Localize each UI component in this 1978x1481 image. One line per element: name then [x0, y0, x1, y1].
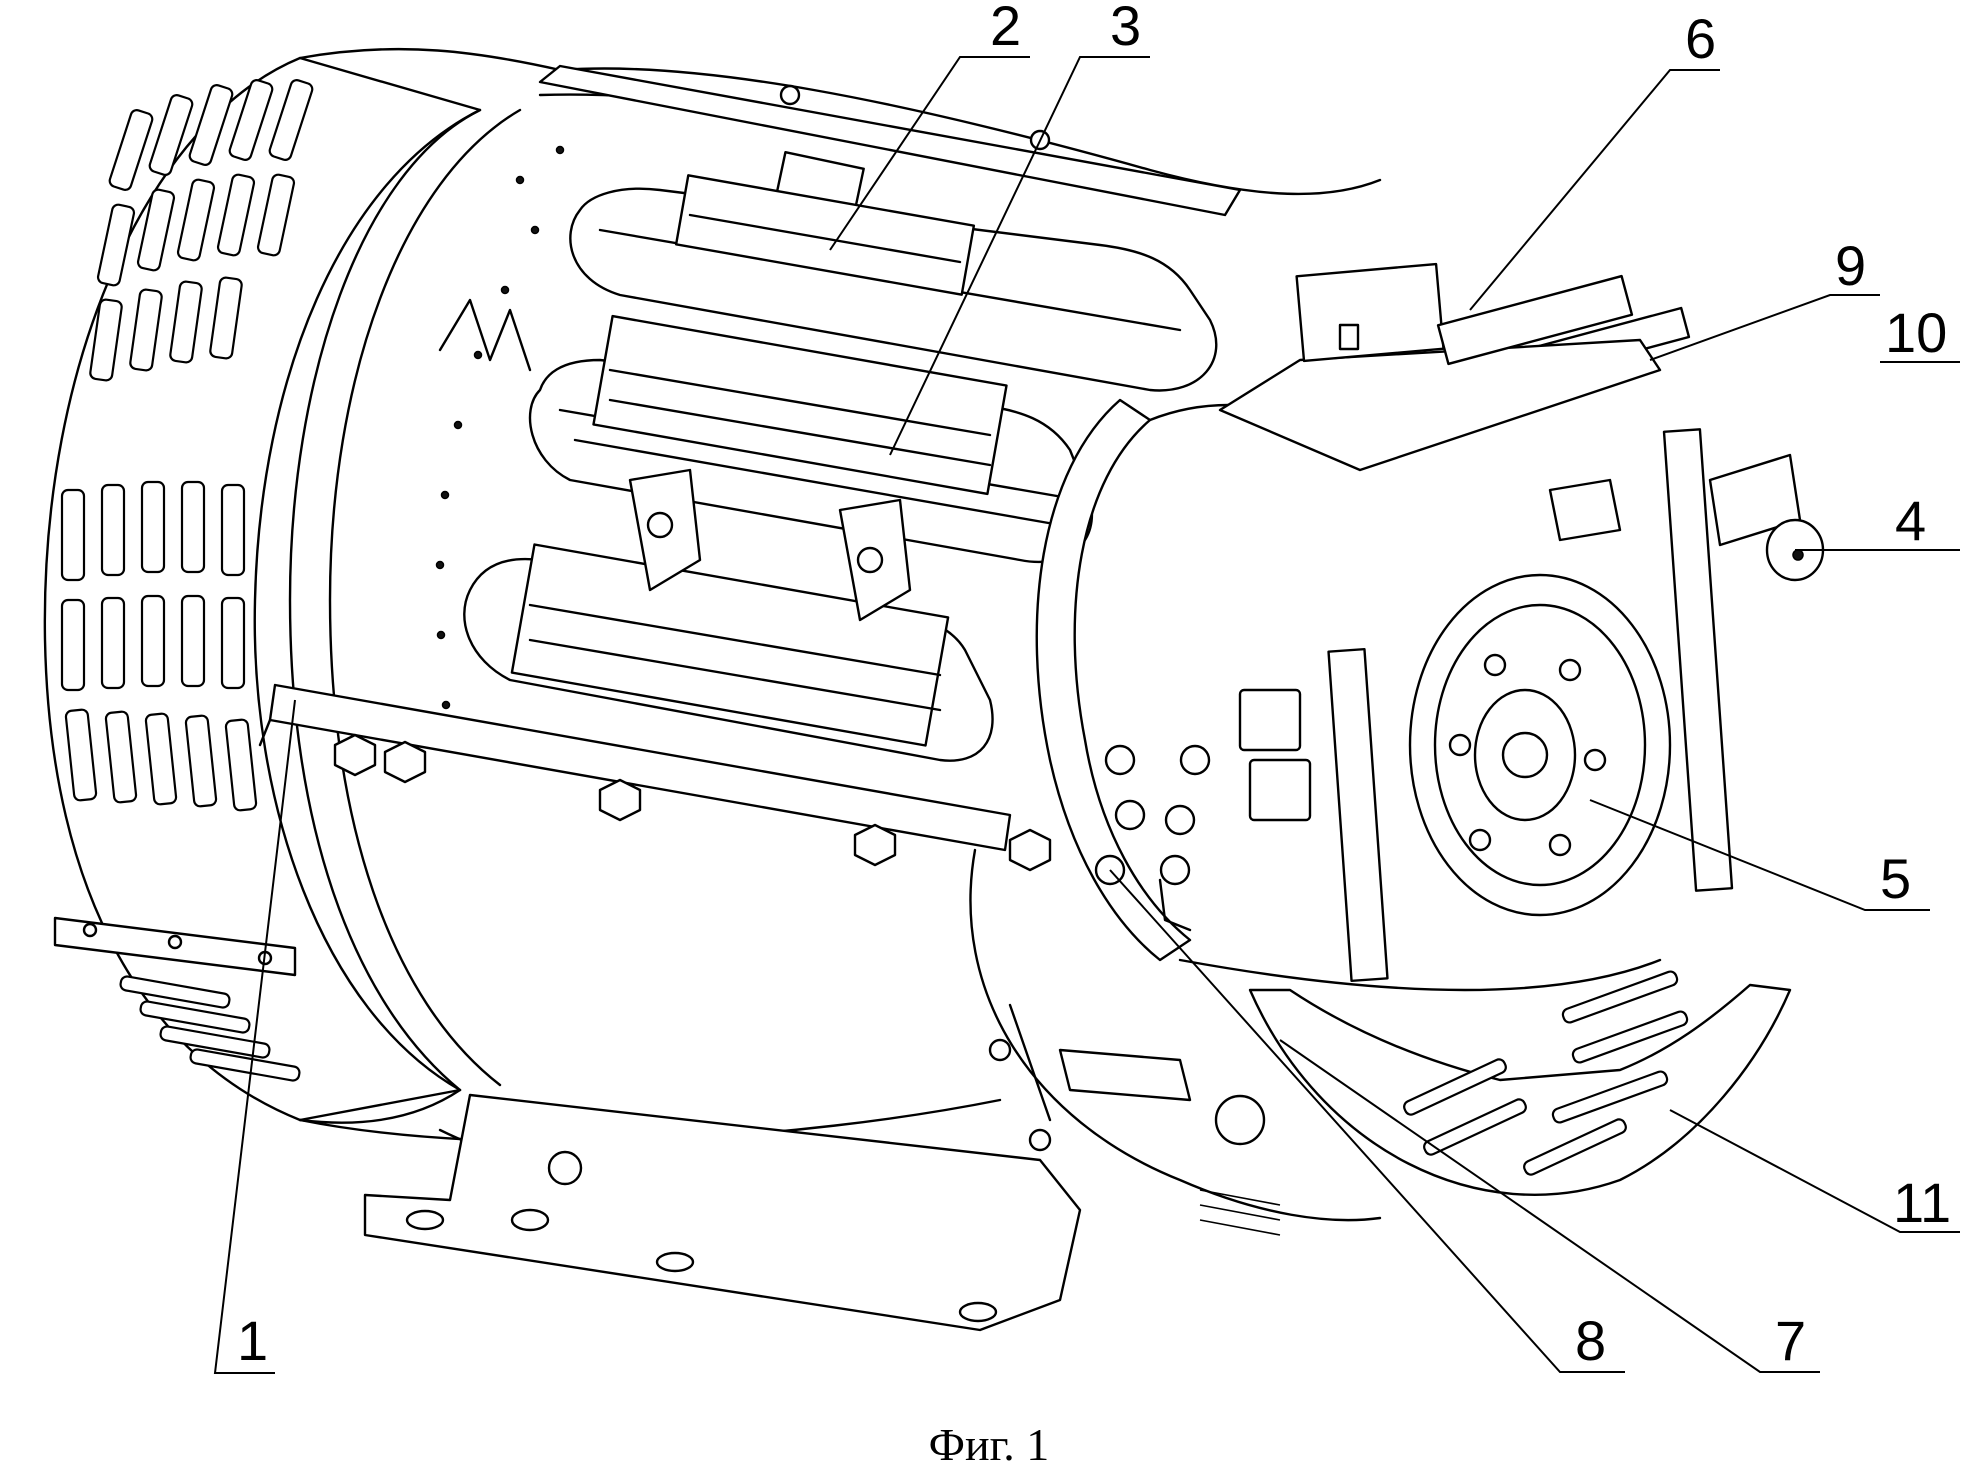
callout-10: 10 [1885, 301, 1947, 364]
leader-11 [1669, 1109, 1960, 1233]
leader-3 [889, 56, 1150, 456]
winding-brackets [628, 468, 912, 622]
output-terminals [1094, 688, 1312, 932]
top-tie-rod [538, 64, 1242, 217]
connector-assembly [1548, 453, 1825, 582]
figure-caption: Фиг. 1 [928, 1419, 1050, 1470]
callout-3: 3 [1110, 0, 1141, 57]
callout-2: 2 [990, 0, 1021, 57]
leader-lines [213, 56, 1960, 1374]
leader-8 [1109, 869, 1625, 1373]
lower-vent-slots [119, 975, 301, 1082]
leader-2 [829, 56, 1030, 251]
callout-1: 1 [237, 1309, 268, 1372]
mounting-foot [363, 1093, 1082, 1332]
leader-9 [1649, 294, 1880, 361]
tie-bar [258, 683, 1052, 872]
leader-7 [1279, 1039, 1820, 1373]
upper-vent-slots [89, 79, 314, 382]
leader-5 [1589, 799, 1930, 911]
rectifier-assembly [1408, 573, 1672, 917]
field-winding-upper [569, 174, 1218, 392]
left-end-cover [43, 47, 565, 1124]
callout-8: 8 [1575, 1309, 1606, 1372]
end-shield [969, 262, 1825, 1236]
callout-numbers: 1 2 3 4 5 6 7 8 9 10 11 [237, 0, 1951, 1372]
leader-6 [1469, 69, 1720, 311]
callout-6: 6 [1685, 7, 1716, 70]
bottom-guard [1248, 970, 1792, 1196]
middle-vent-slots [60, 480, 258, 812]
callout-11: 11 [1893, 1171, 1951, 1234]
field-winding-middle [528, 314, 1093, 564]
control-board [1218, 262, 1662, 472]
leader-1 [213, 699, 296, 1374]
callout-4: 4 [1895, 489, 1926, 552]
callout-5: 5 [1880, 847, 1911, 910]
callout-7: 7 [1775, 1309, 1806, 1372]
callout-9: 9 [1835, 234, 1866, 297]
cover-bolt-dots [435, 145, 565, 710]
